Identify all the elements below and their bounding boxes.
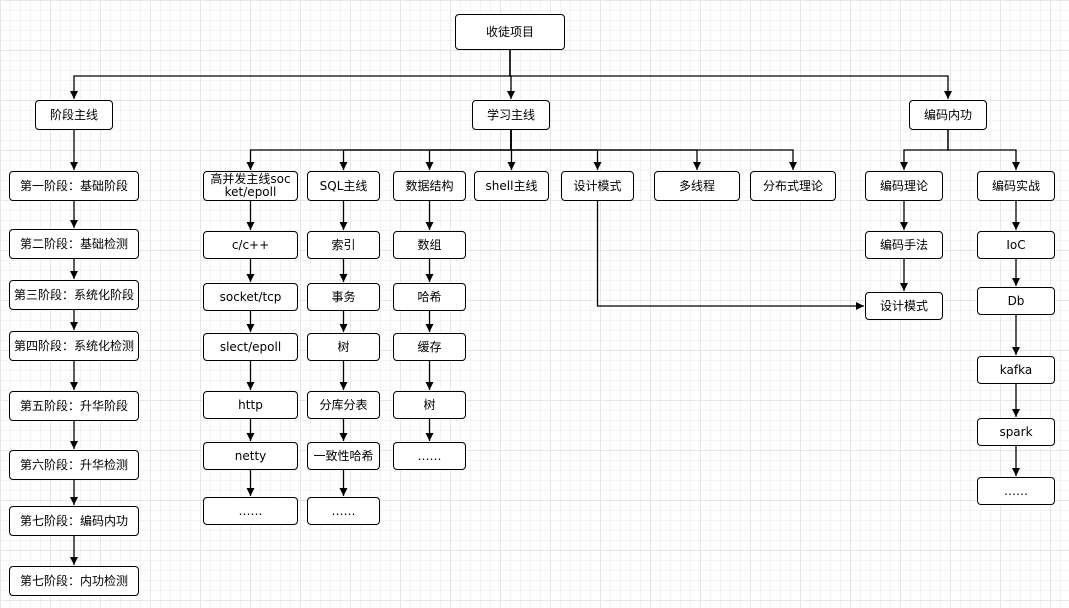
node-hc2[interactable]: socket/tcp <box>203 283 298 311</box>
node-ds3[interactable]: 缓存 <box>393 333 466 361</box>
node-sql4[interactable]: 分库分表 <box>307 391 380 419</box>
node-coding[interactable]: 编码内功 <box>909 100 987 130</box>
node-hc3[interactable]: slect/epoll <box>203 333 298 361</box>
node-stage[interactable]: 阶段主线 <box>35 100 113 130</box>
edge-learn-to-dist <box>510 130 797 170</box>
node-ct2[interactable]: 设计模式 <box>865 292 943 320</box>
node-ds2[interactable]: 哈希 <box>393 283 466 311</box>
node-sql6[interactable]: …… <box>307 497 380 525</box>
node-root[interactable]: 收徒项目 <box>455 14 565 50</box>
node-cp3[interactable]: kafka <box>977 356 1055 384</box>
node-hc5[interactable]: netty <box>203 442 298 470</box>
node-hc6[interactable]: …… <box>203 497 298 525</box>
node-s3[interactable]: 第三阶段：系统化阶段 <box>9 280 139 310</box>
node-sql3[interactable]: 树 <box>307 333 380 361</box>
node-sql5[interactable]: 一致性哈希 <box>307 442 380 470</box>
node-mt[interactable]: 多线程 <box>654 171 740 201</box>
node-sql2[interactable]: 事务 <box>307 283 380 311</box>
node-ds5[interactable]: …… <box>393 442 466 470</box>
edge-learn-to-sql <box>339 130 512 170</box>
edge-learn-to-shell <box>507 130 516 170</box>
node-s4[interactable]: 第四阶段：系统化检测 <box>9 331 139 361</box>
edge-coding-to-cp <box>947 130 1020 170</box>
node-hc1[interactable]: c/c++ <box>203 231 298 259</box>
node-sql[interactable]: SQL主线 <box>307 171 380 201</box>
node-cp4[interactable]: spark <box>977 418 1055 446</box>
node-s5[interactable]: 第五阶段：升华阶段 <box>9 391 139 421</box>
node-cp2[interactable]: Db <box>977 287 1055 315</box>
node-ds4[interactable]: 树 <box>393 391 466 419</box>
edge-root-to-stage <box>70 50 511 99</box>
edge-coding-to-ct <box>900 130 949 170</box>
node-s7[interactable]: 第七阶段：编码内功 <box>9 506 139 536</box>
node-hc[interactable]: 高并发主线socket/epoll <box>203 171 298 201</box>
node-cp5[interactable]: …… <box>977 477 1055 505</box>
node-dist[interactable]: 分布式理论 <box>750 171 836 201</box>
node-ct1[interactable]: 编码手法 <box>865 231 943 259</box>
node-s1[interactable]: 第一阶段：基础阶段 <box>9 171 139 201</box>
node-s8[interactable]: 第七阶段：内功检测 <box>9 566 139 596</box>
node-shell[interactable]: shell主线 <box>474 171 549 201</box>
node-cp[interactable]: 编码实战 <box>977 171 1055 201</box>
edge-root-to-learn <box>507 50 515 99</box>
edge-root-to-coding <box>509 50 952 99</box>
edge-dp-to-ct2 <box>596 201 864 310</box>
node-learn[interactable]: 学习主线 <box>472 100 550 130</box>
node-ds[interactable]: 数据结构 <box>393 171 466 201</box>
edge-learn-to-ds <box>425 130 512 170</box>
node-s2[interactable]: 第二阶段：基础检测 <box>9 229 139 259</box>
edge-learn-to-hc <box>246 130 512 170</box>
node-sql1[interactable]: 索引 <box>307 231 380 259</box>
edge-learn-to-dp <box>510 130 602 170</box>
node-cp1[interactable]: IoC <box>977 231 1055 259</box>
node-s6[interactable]: 第六阶段：升华检测 <box>9 450 139 480</box>
node-ds1[interactable]: 数组 <box>393 231 466 259</box>
node-hc4[interactable]: http <box>203 391 298 419</box>
edge-learn-to-mt <box>510 130 701 170</box>
node-ct[interactable]: 编码理论 <box>865 171 943 201</box>
node-dp[interactable]: 设计模式 <box>561 171 634 201</box>
